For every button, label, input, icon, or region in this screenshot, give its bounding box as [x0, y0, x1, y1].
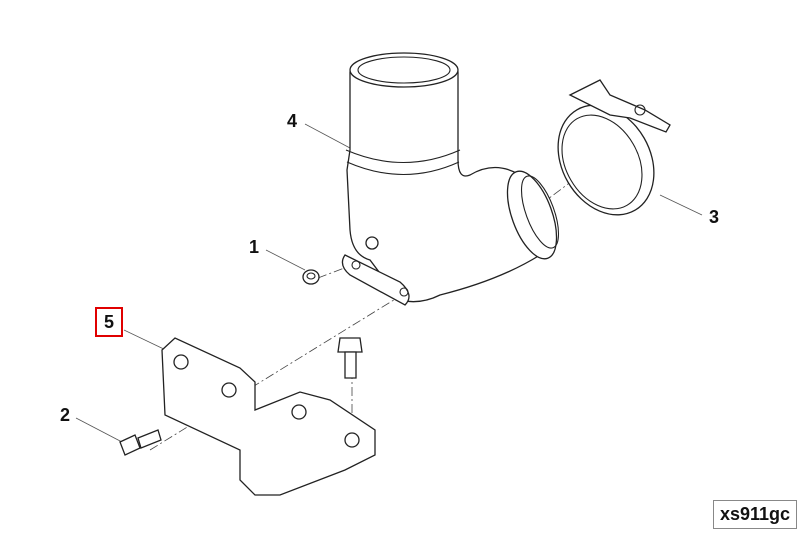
leader-3: [659, 194, 703, 216]
drawing-code-label: xs911gc: [713, 500, 797, 529]
nut-part-1[interactable]: [302, 269, 320, 285]
callout-2[interactable]: 2: [60, 405, 71, 425]
bolt-vertical[interactable]: [337, 337, 363, 379]
leader-1: [265, 249, 306, 271]
callout-3[interactable]: 3: [709, 207, 720, 227]
callout-4[interactable]: 4: [287, 111, 298, 131]
callout-5-selected[interactable]: 5: [95, 307, 124, 337]
hose-clamp-part-3[interactable]: [539, 79, 673, 232]
bracket-part-5[interactable]: [161, 337, 376, 496]
bolt-part-2[interactable]: [119, 429, 162, 456]
leader-2: [75, 417, 123, 443]
callout-1[interactable]: 1: [249, 237, 260, 257]
leader-4: [304, 123, 351, 149]
elbow-pipe-part-4[interactable]: [341, 52, 566, 306]
leader-5: [123, 329, 171, 353]
